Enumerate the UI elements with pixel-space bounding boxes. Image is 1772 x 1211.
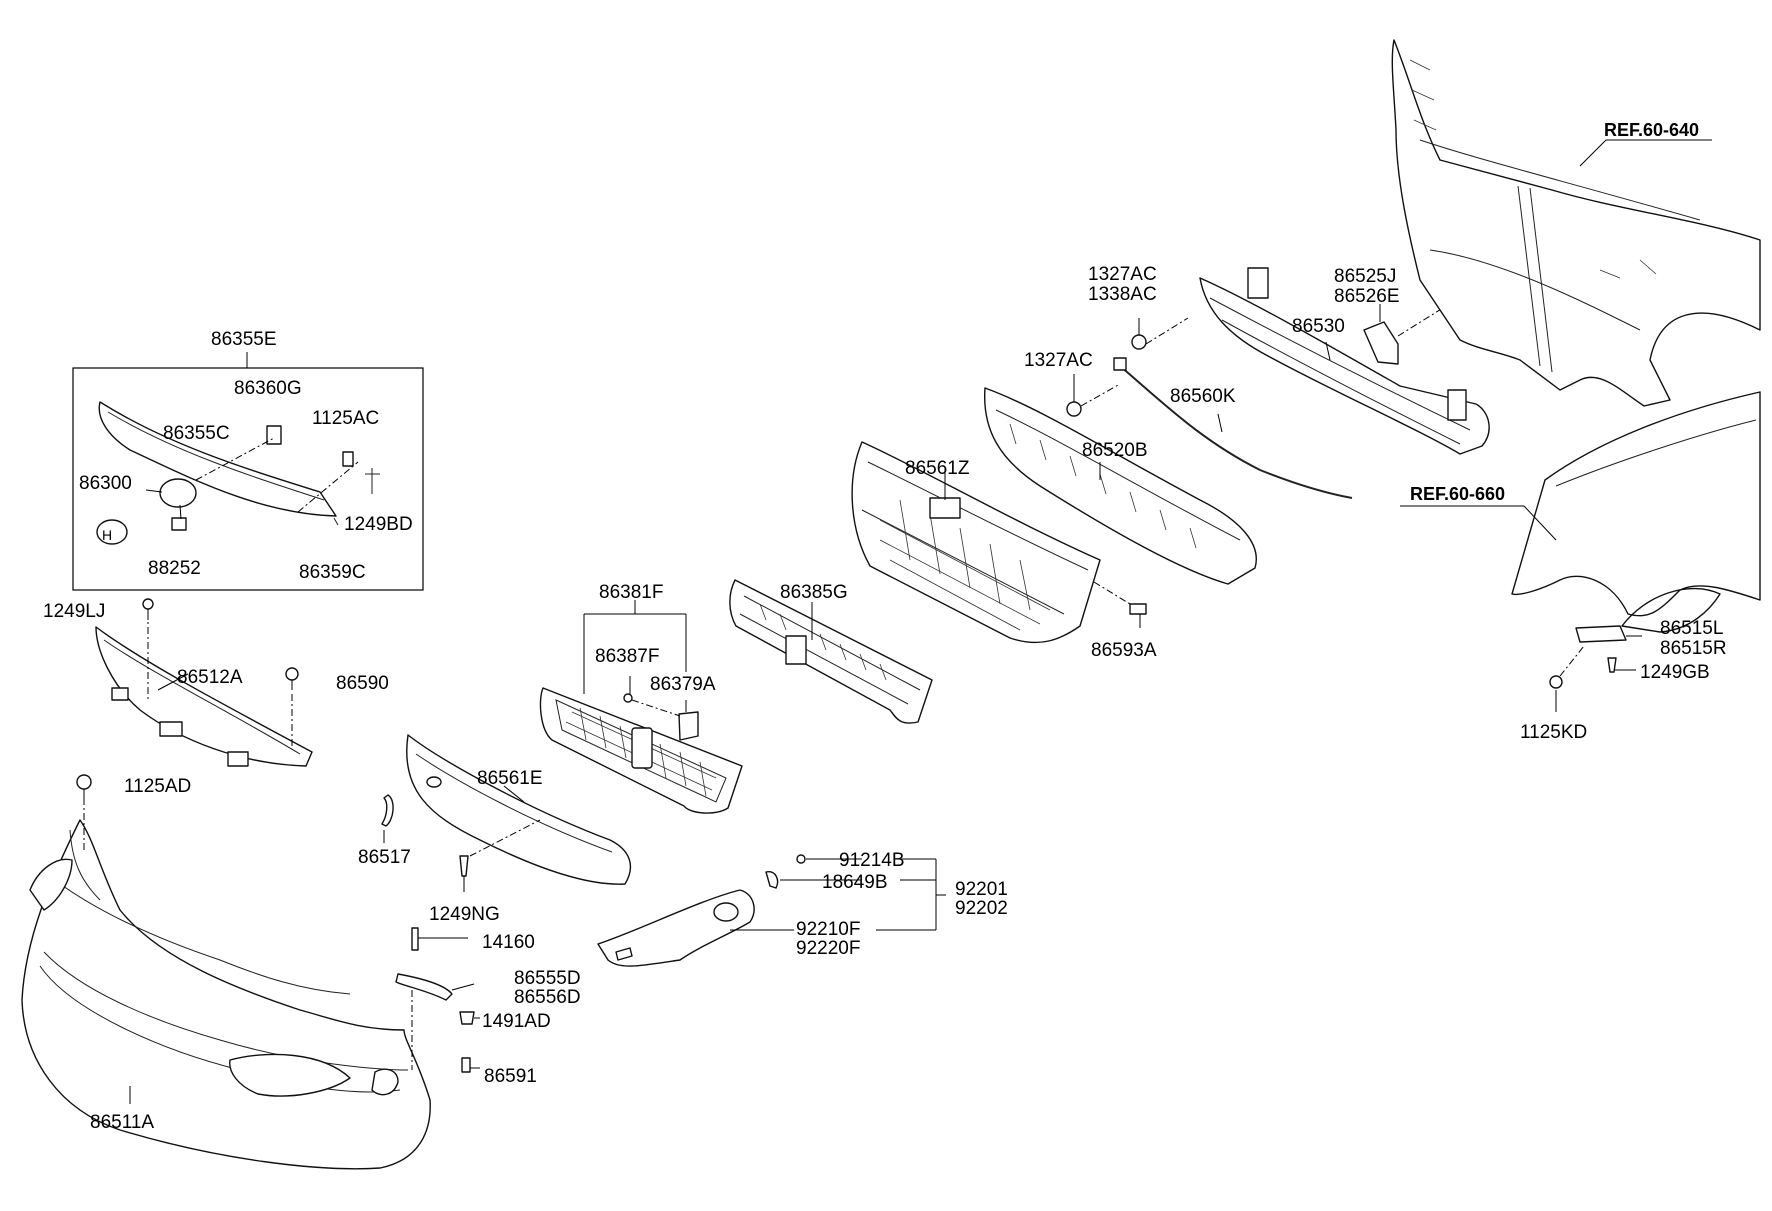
- label-86359C[interactable]: 86359C: [299, 562, 366, 583]
- radiator-grille-upper-group: H: [72, 352, 424, 591]
- label-92220F[interactable]: 92220F: [796, 938, 860, 959]
- label-18649B[interactable]: 18649B: [822, 872, 888, 893]
- center-fasteners: [395, 927, 480, 1073]
- label-88252[interactable]: 88252: [148, 558, 201, 579]
- label-86556D[interactable]: 86556D: [514, 987, 581, 1008]
- label-86555D[interactable]: 86555D: [514, 968, 581, 989]
- label-1249BD[interactable]: 1249BD: [344, 514, 413, 535]
- label-92201[interactable]: 92201: [955, 879, 1008, 900]
- front-fender: [1400, 391, 1761, 633]
- label-86387F[interactable]: 86387F: [595, 646, 659, 667]
- svg-text:H: H: [102, 527, 112, 543]
- front-end-module-panel: [1391, 39, 1761, 407]
- label-86515R[interactable]: 86515R: [1660, 638, 1727, 659]
- fog-lamp-assembly: [597, 854, 946, 967]
- bumper-reinforcement-beam: [1199, 267, 1490, 455]
- label-91214B[interactable]: 91214B: [839, 850, 905, 871]
- label-86511A[interactable]: 86511A: [90, 1112, 154, 1133]
- label-86512A[interactable]: 86512A: [177, 667, 243, 688]
- label-1125AD[interactable]: 1125AD: [124, 776, 191, 797]
- wiring-harness: [1113, 357, 1353, 499]
- label-86300[interactable]: 86300: [79, 473, 132, 494]
- label-1249GB[interactable]: 1249GB: [1640, 662, 1710, 683]
- label-86560K[interactable]: 86560K: [1170, 386, 1236, 407]
- label-86525J[interactable]: 86525J: [1334, 266, 1396, 287]
- label-86381F[interactable]: 86381F: [599, 582, 663, 603]
- label-86355E[interactable]: 86355E: [211, 329, 277, 350]
- label-92202[interactable]: 92202: [955, 898, 1008, 919]
- part-number-labels: 86355E 86360G 86355C 1125AC 86300 1249BD…: [43, 120, 1727, 1133]
- label-86561E[interactable]: 86561E: [477, 768, 543, 789]
- label-86385G[interactable]: 86385G: [780, 582, 848, 603]
- bumper-mounting-bracket: [95, 598, 313, 767]
- front-bumper-cover: [21, 774, 431, 1170]
- label-86520B[interactable]: 86520B: [1082, 440, 1148, 461]
- label-1125AC[interactable]: 1125AC: [312, 408, 379, 429]
- label-86379A[interactable]: 86379A: [650, 674, 716, 695]
- label-86515L[interactable]: 86515L: [1660, 618, 1723, 639]
- label-86517[interactable]: 86517: [358, 847, 411, 868]
- label-1249LJ[interactable]: 1249LJ: [43, 601, 105, 622]
- label-14160[interactable]: 14160: [482, 932, 535, 953]
- label-1327AC-upper[interactable]: 1327AC: [1088, 264, 1157, 285]
- label-86591[interactable]: 86591: [484, 1066, 537, 1087]
- grille-bracket: [729, 579, 933, 724]
- bumper-energy-absorber: [983, 387, 1257, 585]
- label-86593A[interactable]: 86593A: [1091, 640, 1157, 661]
- label-86360G[interactable]: 86360G: [234, 378, 302, 399]
- fender-brackets: [1549, 625, 1642, 712]
- label-1125KD[interactable]: 1125KD: [1520, 722, 1587, 743]
- label-ref-60-660[interactable]: REF.60-660: [1410, 484, 1505, 504]
- mounting-nuts: [1066, 317, 1189, 417]
- label-92210F[interactable]: 92210F: [796, 919, 860, 940]
- label-ref-60-640[interactable]: REF.60-640: [1604, 120, 1699, 140]
- label-1338AC[interactable]: 1338AC: [1088, 284, 1157, 305]
- label-1327AC-lower[interactable]: 1327AC: [1024, 350, 1093, 371]
- label-86530[interactable]: 86530: [1292, 316, 1345, 337]
- radiator-grille-mesh: [851, 441, 1147, 644]
- label-1491AD[interactable]: 1491AD: [482, 1011, 551, 1032]
- label-86561Z[interactable]: 86561Z: [905, 458, 970, 479]
- radiator-grille: [539, 600, 743, 814]
- label-86355C[interactable]: 86355C: [163, 423, 230, 444]
- label-86526E[interactable]: 86526E: [1334, 286, 1400, 307]
- bumper-lower-garnish: [381, 734, 632, 892]
- label-1249NG[interactable]: 1249NG: [429, 904, 500, 925]
- label-86590[interactable]: 86590: [336, 673, 389, 694]
